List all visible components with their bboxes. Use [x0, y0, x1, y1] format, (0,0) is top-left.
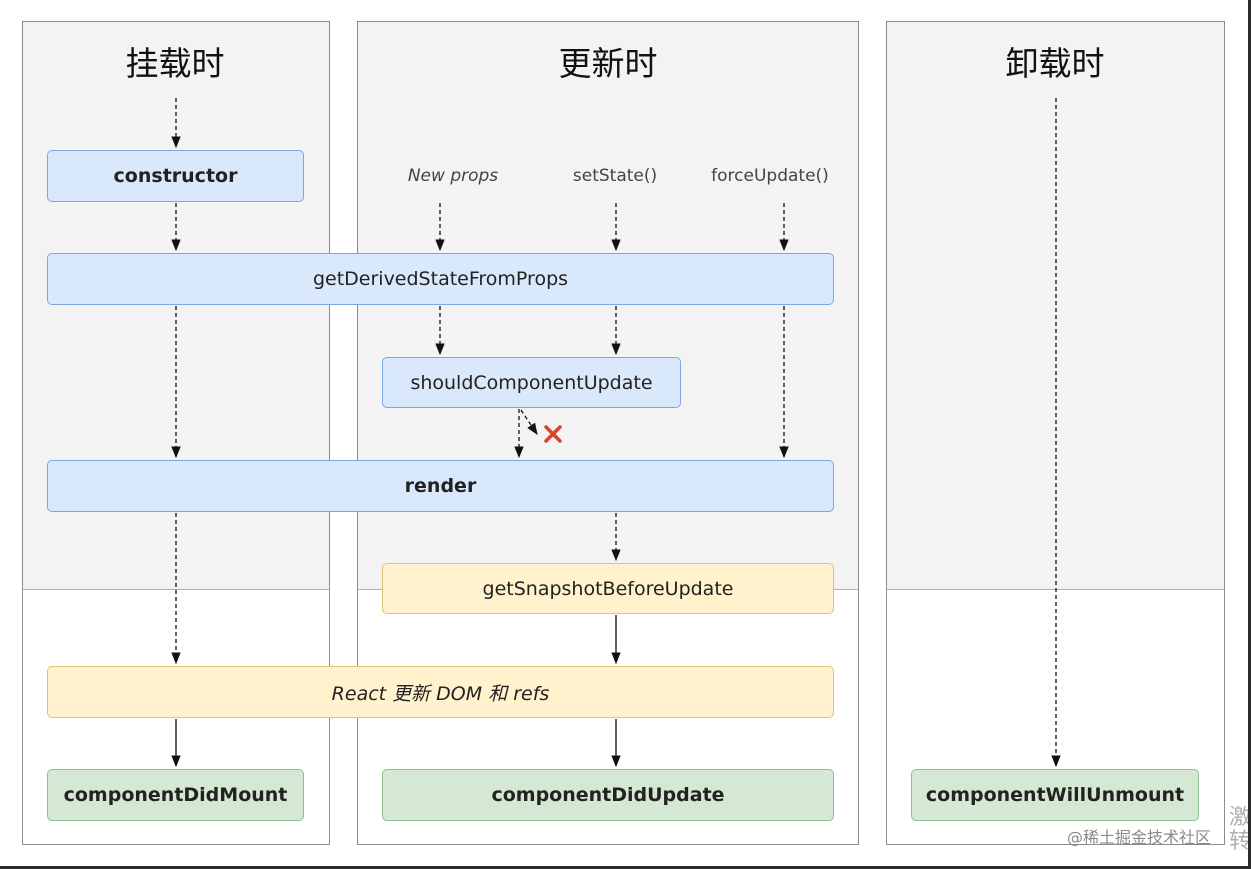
render-node: render: [47, 460, 834, 512]
right-edge-border: [1248, 0, 1251, 869]
get-snapshot-node: getSnapshotBeforeUpdate: [382, 563, 834, 614]
did-mount-node: componentDidMount: [47, 769, 304, 821]
constructor-node: constructor: [47, 150, 304, 202]
mount-column: [22, 21, 330, 845]
bottom-edge-border: [0, 866, 1251, 869]
update-column: [357, 21, 859, 845]
unmount-column: [886, 21, 1225, 845]
trigger-set-state: setState(): [572, 166, 658, 186]
did-update-node: componentDidUpdate: [382, 769, 834, 821]
trigger-new-props: New props: [407, 166, 499, 186]
watermark-cut-text: 激 转: [1229, 806, 1251, 854]
should-update-node: shouldComponentUpdate: [382, 357, 681, 408]
get-derived-state-node: getDerivedStateFromProps: [47, 253, 834, 305]
watermark-text: @稀土掘金技术社区: [1067, 828, 1212, 847]
will-unmount-node: componentWillUnmount: [911, 769, 1199, 821]
update-phase-title: 更新时: [558, 44, 658, 83]
mount-phase-title: 挂载时: [125, 44, 225, 83]
unmount-phase-title: 卸载时: [1005, 44, 1105, 83]
trigger-force-update: forceUpdate(): [711, 166, 829, 186]
react-update-dom-node: React 更新 DOM 和 refs: [47, 666, 834, 718]
